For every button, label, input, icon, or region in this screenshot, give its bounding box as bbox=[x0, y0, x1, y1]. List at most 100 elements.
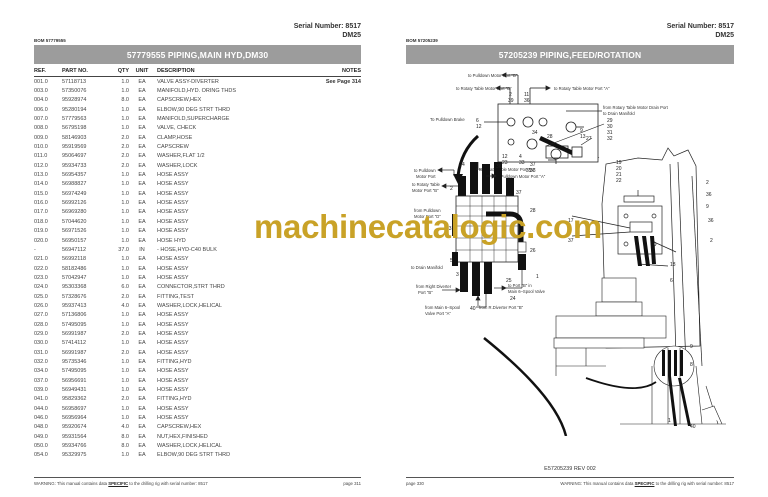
callout-number: 2 bbox=[509, 92, 512, 98]
qty-cell: 1.0 bbox=[121, 321, 129, 328]
ref-cell: 041.0 bbox=[34, 396, 48, 403]
qty-cell: 1.0 bbox=[121, 218, 129, 225]
part-number-cell: 95920674 bbox=[62, 424, 87, 431]
callout-number: 5 bbox=[450, 258, 453, 264]
part-number-cell: 95329975 bbox=[62, 452, 87, 459]
callout-number: 13 bbox=[580, 134, 586, 140]
part-number-cell: 57350076 bbox=[62, 88, 87, 95]
callout-number: 28 bbox=[547, 134, 553, 140]
bom-label: BOM 57205239 bbox=[406, 38, 438, 43]
warning-prefix: WARNING: This manual contains data bbox=[560, 481, 635, 486]
section-title: 57205239 PIPING,FEED/ROTATION bbox=[406, 45, 734, 64]
callout-number: 21 bbox=[616, 172, 622, 178]
description-cell: MANIFOLD,SUPERCHARGE bbox=[157, 116, 230, 123]
description-cell: WASHER,LOCK bbox=[157, 162, 198, 169]
ref-cell: 025.0 bbox=[34, 293, 48, 300]
callout-number: 32 bbox=[607, 136, 613, 142]
qty-cell: 1.0 bbox=[121, 88, 129, 95]
description-cell: WASHER,LOCK,HELICAL bbox=[157, 443, 222, 450]
description-cell: HOSE ASSY bbox=[157, 340, 189, 347]
qty-cell: 1.0 bbox=[121, 387, 129, 394]
description-cell: HOSE ASSY bbox=[157, 209, 189, 216]
description-cell: HOSE ASSY bbox=[157, 265, 189, 272]
callout-number: 37 bbox=[530, 162, 536, 168]
page-number: page 311 bbox=[343, 481, 361, 486]
label-main6-2: Valve Port "A" bbox=[425, 311, 451, 316]
description-cell: - HOSE,HYD-C40 BULK bbox=[157, 246, 217, 253]
unit-cell: EA bbox=[138, 125, 146, 132]
qty-cell: 2.0 bbox=[121, 134, 129, 141]
callout-number: 36 bbox=[496, 164, 502, 170]
callout-number: 18 bbox=[670, 262, 676, 268]
unit-cell: EA bbox=[138, 97, 146, 104]
ref-cell: 037.0 bbox=[34, 377, 48, 384]
label-port-b-2: Main 6–Spool Valve bbox=[508, 289, 546, 294]
label-port-b-1: to Port "B" in bbox=[508, 283, 532, 288]
unit-cell: EA bbox=[138, 237, 146, 244]
page-footer: page 330 WARNING: This manual contains d… bbox=[406, 477, 734, 486]
ref-cell: 050.0 bbox=[34, 443, 48, 450]
description-cell: HOSE ASSY bbox=[157, 274, 189, 281]
label-r-diverter: from R.Diverter Port "B" bbox=[479, 305, 524, 310]
callout-number: 26 bbox=[530, 248, 536, 254]
ref-cell: 020.0 bbox=[34, 237, 48, 244]
ref-cell: 026.0 bbox=[34, 302, 48, 309]
part-number-cell: 56974249 bbox=[62, 190, 87, 197]
unit-cell: EA bbox=[138, 265, 146, 272]
warning-text: WARNING: This manual contains data SPECI… bbox=[560, 481, 734, 486]
label-right-diverter-2: Port "B" bbox=[418, 290, 433, 295]
callout-number: 40 bbox=[470, 306, 476, 312]
callout-number: 33 bbox=[519, 160, 525, 166]
bom-label: BOM 57779555 bbox=[34, 38, 66, 43]
unit-cell: IN bbox=[139, 246, 145, 253]
description-cell: HOSE ASSY bbox=[157, 228, 189, 235]
callout-number: 40 bbox=[690, 424, 696, 430]
warning-emphasis: SPECIFIC bbox=[108, 481, 129, 486]
serial-block: Serial Number: 8517 DM25 bbox=[667, 22, 734, 40]
callout-number: 37 bbox=[516, 190, 522, 196]
callout-number: 35 bbox=[526, 168, 532, 174]
ref-cell: 024.0 bbox=[34, 284, 48, 291]
part-number-cell: 57044620 bbox=[62, 218, 87, 225]
col-notes: NOTES bbox=[342, 68, 361, 74]
unit-cell: EA bbox=[138, 321, 146, 328]
col-qty: QTY bbox=[117, 68, 129, 74]
part-number-cell: 56950157 bbox=[62, 237, 87, 244]
col-unit: UNIT bbox=[135, 68, 149, 74]
callout-number: 9 bbox=[580, 128, 583, 134]
description-cell: HOSE ASSY bbox=[157, 256, 189, 263]
qty-cell: 1.0 bbox=[121, 190, 129, 197]
callout-number: 36 bbox=[706, 192, 712, 198]
label-from-pulldown-2: Motor Port "D" bbox=[414, 214, 441, 219]
description-cell: ELBOW,90 DEG STRT THRD bbox=[157, 106, 231, 113]
unit-cell: EA bbox=[138, 377, 146, 384]
callout-number: 24 bbox=[510, 296, 516, 302]
unit-cell: EA bbox=[138, 218, 146, 225]
qty-cell: 1.0 bbox=[121, 312, 129, 319]
label-right-diverter-1: from Right Diverter bbox=[416, 284, 452, 289]
ref-cell: 018.0 bbox=[34, 218, 48, 225]
callout-number: 6 bbox=[670, 278, 673, 284]
description-cell: HOSE ASSY bbox=[157, 200, 189, 207]
description-cell: CONNECTOR,STRT THRD bbox=[157, 284, 225, 291]
part-number-cell: 57118713 bbox=[62, 78, 87, 85]
label-rotary-b-2: Motor Port "B" bbox=[412, 188, 439, 193]
unit-cell: EA bbox=[138, 200, 146, 207]
callout-number: 8 bbox=[690, 362, 693, 368]
section-title: 57779555 PIPING,MAIN HYD,DM30 bbox=[34, 45, 361, 64]
qty-cell: 8.0 bbox=[121, 433, 129, 440]
part-number-cell: 57495095 bbox=[62, 368, 87, 375]
part-number-cell: 95280194 bbox=[62, 106, 87, 113]
unit-cell: EA bbox=[138, 284, 146, 291]
callout-number: 1 bbox=[668, 418, 671, 424]
warning-emphasis: SPECIFIC bbox=[634, 481, 655, 486]
description-cell: HOSE ASSY bbox=[157, 368, 189, 375]
unit-cell: EA bbox=[138, 433, 146, 440]
